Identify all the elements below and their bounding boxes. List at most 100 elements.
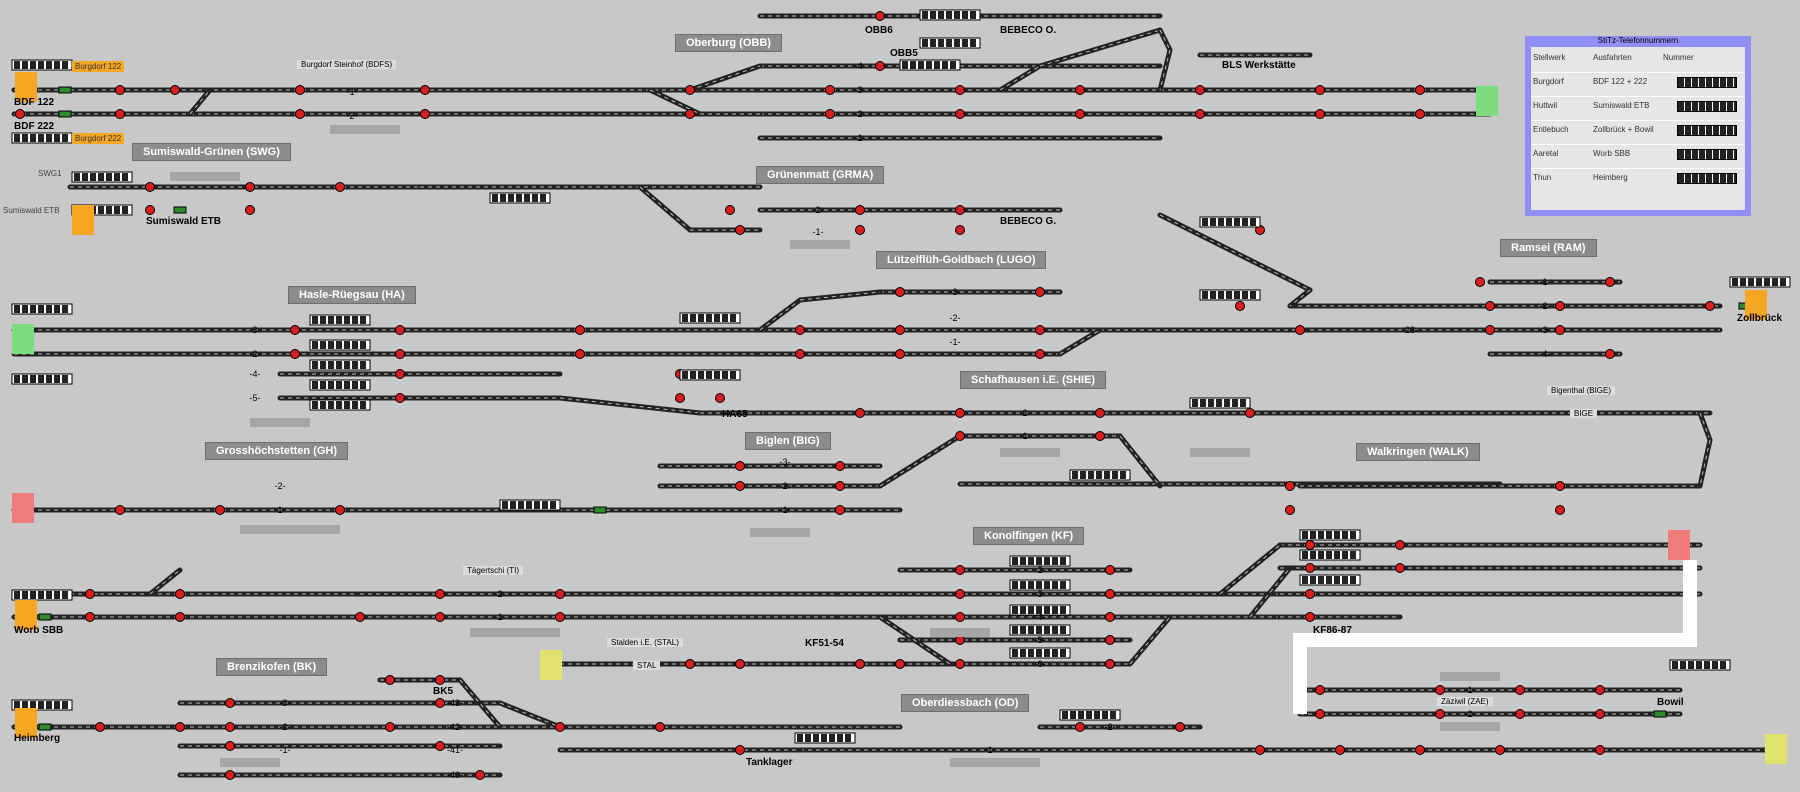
label-bls-werkstaette[interactable]: BLS Werkstätte xyxy=(1222,60,1296,71)
signal-icon[interactable] xyxy=(955,659,965,669)
signal-icon[interactable] xyxy=(385,722,395,732)
signal-green-icon[interactable] xyxy=(38,613,52,621)
signal-green-icon[interactable] xyxy=(58,110,72,118)
signal-icon[interactable] xyxy=(435,589,445,599)
label-zaziwil[interactable]: Zäziwil (ZAE) xyxy=(1437,697,1493,706)
signal-icon[interactable] xyxy=(725,205,735,215)
station-biglen[interactable]: Biglen (BIG) xyxy=(745,432,831,450)
signal-icon[interactable] xyxy=(1415,85,1425,95)
station-luetzelflueh[interactable]: Lützelflüh-Goldbach (LUGO) xyxy=(876,251,1047,269)
station-walkringen[interactable]: Walkringen (WALK) xyxy=(1356,443,1480,461)
line-end-marker[interactable] xyxy=(1765,734,1787,764)
signal-icon[interactable] xyxy=(385,675,395,685)
signal-icon[interactable] xyxy=(1315,685,1325,695)
signal-icon[interactable] xyxy=(1285,481,1295,491)
signal-icon[interactable] xyxy=(735,461,745,471)
station-sumiswald-gruenen[interactable]: Sumiswald-Grünen (SWG) xyxy=(132,143,291,161)
label-zollbrueck[interactable]: Zollbrück xyxy=(1737,313,1783,324)
label-kf51-54[interactable]: KF51-54 xyxy=(805,638,844,649)
signal-icon[interactable] xyxy=(115,109,125,119)
signal-icon[interactable] xyxy=(1555,505,1565,515)
signal-icon[interactable] xyxy=(435,698,445,708)
signal-icon[interactable] xyxy=(395,393,405,403)
signal-icon[interactable] xyxy=(295,109,305,119)
signal-icon[interactable] xyxy=(685,659,695,669)
signal-icon[interactable] xyxy=(225,722,235,732)
signal-icon[interactable] xyxy=(1035,349,1045,359)
label-worb-sbb[interactable]: Worb SBB xyxy=(14,625,64,636)
phone-row[interactable]: Huttwil Sumiswald ETB xyxy=(1531,101,1745,125)
signal-icon[interactable] xyxy=(1075,109,1085,119)
signal-icon[interactable] xyxy=(1595,745,1605,755)
signal-icon[interactable] xyxy=(1035,287,1045,297)
signal-icon[interactable] xyxy=(1075,722,1085,732)
line-end-marker[interactable] xyxy=(12,493,34,523)
label-bk5[interactable]: BK5 xyxy=(433,686,454,697)
signal-icon[interactable] xyxy=(1305,612,1315,622)
signal-icon[interactable] xyxy=(875,11,885,21)
label-burgdorf-steinhof[interactable]: Burgdorf Steinhof (BDFS) xyxy=(297,60,397,69)
signal-icon[interactable] xyxy=(145,182,155,192)
signal-icon[interactable] xyxy=(1315,709,1325,719)
signal-icon[interactable] xyxy=(420,85,430,95)
signal-icon[interactable] xyxy=(955,431,965,441)
signal-icon[interactable] xyxy=(1285,505,1295,515)
tag-burgdorf-222[interactable]: Burgdorf 222 xyxy=(72,133,125,144)
line-end-marker[interactable] xyxy=(12,324,34,354)
signal-icon[interactable] xyxy=(1105,635,1115,645)
signal-icon[interactable] xyxy=(1555,325,1565,335)
signal-icon[interactable] xyxy=(395,349,405,359)
signal-icon[interactable] xyxy=(1175,722,1185,732)
signal-icon[interactable] xyxy=(1395,563,1405,573)
signal-icon[interactable] xyxy=(1515,685,1525,695)
station-grosshoechstetten[interactable]: Grosshöchstetten (GH) xyxy=(205,442,349,460)
signal-icon[interactable] xyxy=(1315,109,1325,119)
station-oberburg[interactable]: Oberburg (OBB) xyxy=(675,34,782,52)
label-taegertschi[interactable]: Tägertschi (TI) xyxy=(463,566,524,575)
signal-icon[interactable] xyxy=(555,589,565,599)
signal-icon[interactable] xyxy=(420,109,430,119)
signal-icon[interactable] xyxy=(1245,408,1255,418)
station-brenzikofen[interactable]: Brenzikofen (BK) xyxy=(216,658,328,676)
signal-icon[interactable] xyxy=(855,408,865,418)
signal-icon[interactable] xyxy=(855,225,865,235)
signal-icon[interactable] xyxy=(15,109,25,119)
signal-icon[interactable] xyxy=(655,722,665,732)
signal-icon[interactable] xyxy=(575,349,585,359)
signal-icon[interactable] xyxy=(290,349,300,359)
signal-icon[interactable] xyxy=(175,722,185,732)
station-hasle-rueegsau[interactable]: Hasle-Rüegsau (HA) xyxy=(288,286,416,304)
signal-icon[interactable] xyxy=(1305,563,1315,573)
signal-icon[interactable] xyxy=(1235,301,1245,311)
signal-icon[interactable] xyxy=(835,461,845,471)
signal-icon[interactable] xyxy=(395,369,405,379)
signal-icon[interactable] xyxy=(1495,745,1505,755)
signal-icon[interactable] xyxy=(835,505,845,515)
line-end-marker[interactable] xyxy=(15,72,37,102)
signal-icon[interactable] xyxy=(245,182,255,192)
phone-row[interactable]: Aaretal Worb SBB xyxy=(1531,149,1745,173)
signal-icon[interactable] xyxy=(1315,85,1325,95)
signal-icon[interactable] xyxy=(1605,349,1615,359)
signal-icon[interactable] xyxy=(895,325,905,335)
signal-icon[interactable] xyxy=(795,325,805,335)
signal-icon[interactable] xyxy=(175,612,185,622)
station-schafhausen[interactable]: Schafhausen i.E. (SHIE) xyxy=(960,371,1107,389)
signal-icon[interactable] xyxy=(715,393,725,403)
tag-burgdorf-122[interactable]: Burgdorf 122 xyxy=(72,61,125,72)
signal-icon[interactable] xyxy=(955,205,965,215)
signal-icon[interactable] xyxy=(1435,685,1445,695)
signal-icon[interactable] xyxy=(1555,301,1565,311)
label-bdf222[interactable]: BDF 222 xyxy=(14,121,55,132)
signal-icon[interactable] xyxy=(955,109,965,119)
signal-icon[interactable] xyxy=(1305,589,1315,599)
label-kf86-87[interactable]: KF86-87 xyxy=(1313,625,1352,636)
line-end-marker[interactable] xyxy=(1476,86,1498,116)
signal-icon[interactable] xyxy=(1395,540,1405,550)
signal-icon[interactable] xyxy=(1475,277,1485,287)
station-gruenenmatt[interactable]: Grünenmatt (GRMA) xyxy=(756,166,885,184)
phone-row[interactable]: Burgdorf BDF 122 + 222 xyxy=(1531,77,1745,101)
signal-icon[interactable] xyxy=(855,659,865,669)
signal-icon[interactable] xyxy=(555,722,565,732)
signal-icon[interactable] xyxy=(1105,589,1115,599)
